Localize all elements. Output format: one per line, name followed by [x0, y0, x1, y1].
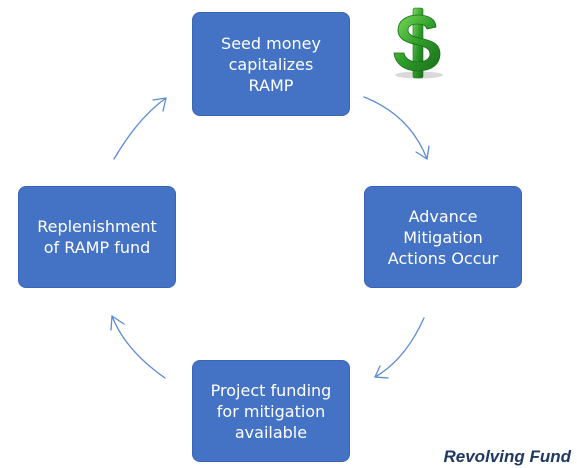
node-seed-money-line-2: capitalizes: [228, 54, 314, 74]
node-project-funding-line-3: available: [234, 422, 308, 442]
arrow-right-to-bottom: [374, 317, 425, 379]
node-advance-mitigation-line-2: Mitigation: [403, 227, 483, 247]
node-replenishment: Replenishment of RAMP fund: [18, 186, 176, 288]
node-seed-money: Seed money capitalizes RAMP: [192, 12, 350, 116]
node-advance-mitigation: Advance Mitigation Actions Occur: [364, 186, 522, 288]
node-project-funding-label: Project funding for mitigation available: [211, 380, 332, 443]
node-seed-money-label: Seed money capitalizes RAMP: [221, 33, 321, 96]
node-advance-mitigation-line-1: Advance: [408, 206, 478, 226]
node-project-funding: Project funding for mitigation available: [192, 360, 350, 462]
node-advance-mitigation-label: Advance Mitigation Actions Occur: [388, 206, 498, 269]
node-replenishment-line-2: of RAMP fund: [43, 238, 151, 257]
dollar-sign-icon: [393, 7, 443, 79]
node-seed-money-line-1: Seed money: [221, 33, 321, 53]
node-replenishment-line-1: Replenishment: [37, 217, 157, 236]
diagram-caption: Revolving Fund: [443, 447, 572, 466]
node-replenishment-label: Replenishment of RAMP fund: [37, 216, 157, 258]
node-project-funding-line-2: for mitigation: [216, 401, 326, 421]
node-project-funding-line-1: Project funding: [210, 380, 332, 400]
arrow-bottom-to-left: [110, 315, 166, 379]
node-advance-mitigation-line-3: Actions Occur: [387, 248, 499, 268]
arrow-top-to-right: [363, 96, 430, 160]
node-seed-money-line-3: RAMP: [248, 75, 294, 95]
arrow-left-to-top: [113, 97, 167, 160]
